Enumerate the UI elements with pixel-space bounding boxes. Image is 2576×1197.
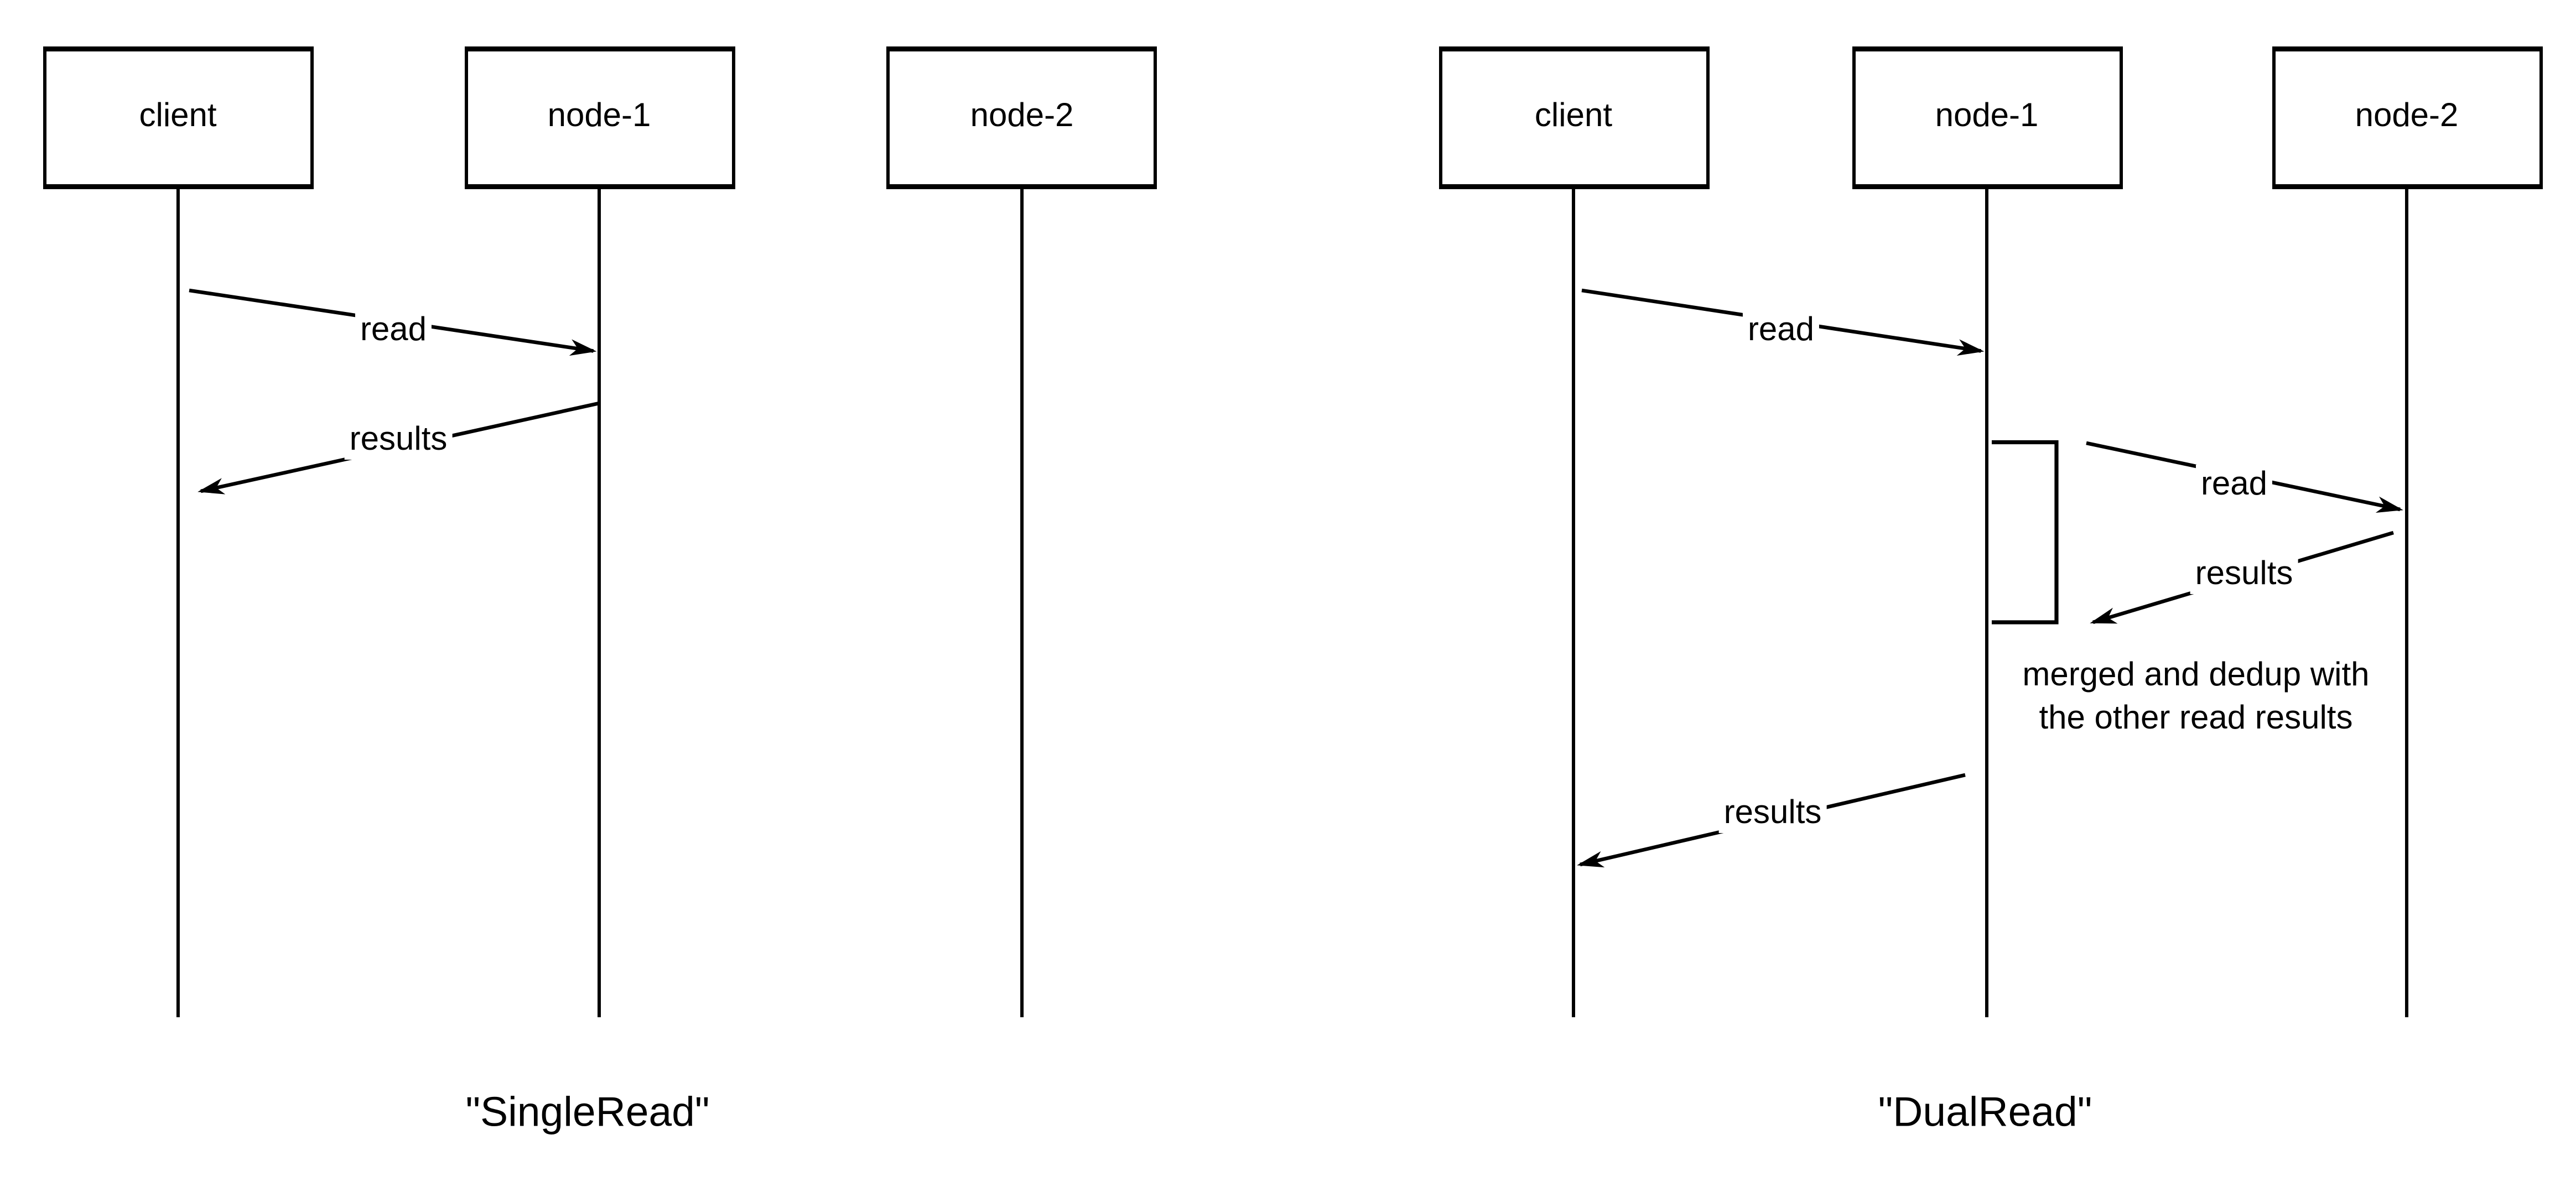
note-line: the other read results	[2039, 700, 2353, 737]
message-label-results: results	[344, 420, 453, 460]
message-label-read: read	[355, 310, 432, 350]
message-label-read: read	[1742, 310, 1820, 350]
message-label-results: results	[2190, 554, 2298, 594]
message-label-results: results	[1718, 793, 1827, 833]
actor-box-dualread-client: client	[1438, 45, 1709, 189]
actor-label: node-1	[547, 98, 651, 134]
diagram-caption-singleread: "SingleRead"	[465, 1089, 710, 1136]
note-line: merged and dedup with	[2022, 657, 2370, 694]
actor-label: client	[139, 98, 217, 134]
actor-label: client	[1534, 98, 1613, 134]
actor-label: node-2	[2355, 98, 2459, 134]
note-merged-dedup: merged and dedup with the other read res…	[2022, 654, 2369, 740]
actor-box-singleread-node1: node-1	[464, 45, 735, 189]
actor-label: node-2	[970, 98, 1074, 134]
activation-bracket-node1	[1991, 440, 2059, 624]
message-label-read: read	[2195, 465, 2273, 504]
actor-box-singleread-node2: node-2	[886, 45, 1157, 189]
actor-box-dualread-node1: node-1	[1851, 45, 2122, 189]
actor-box-singleread-client: client	[43, 45, 314, 189]
actor-label: node-1	[1935, 98, 2039, 134]
actor-box-dualread-node2: node-2	[2271, 45, 2542, 189]
diagram-caption-dualread: "DualRead"	[1878, 1089, 2092, 1136]
